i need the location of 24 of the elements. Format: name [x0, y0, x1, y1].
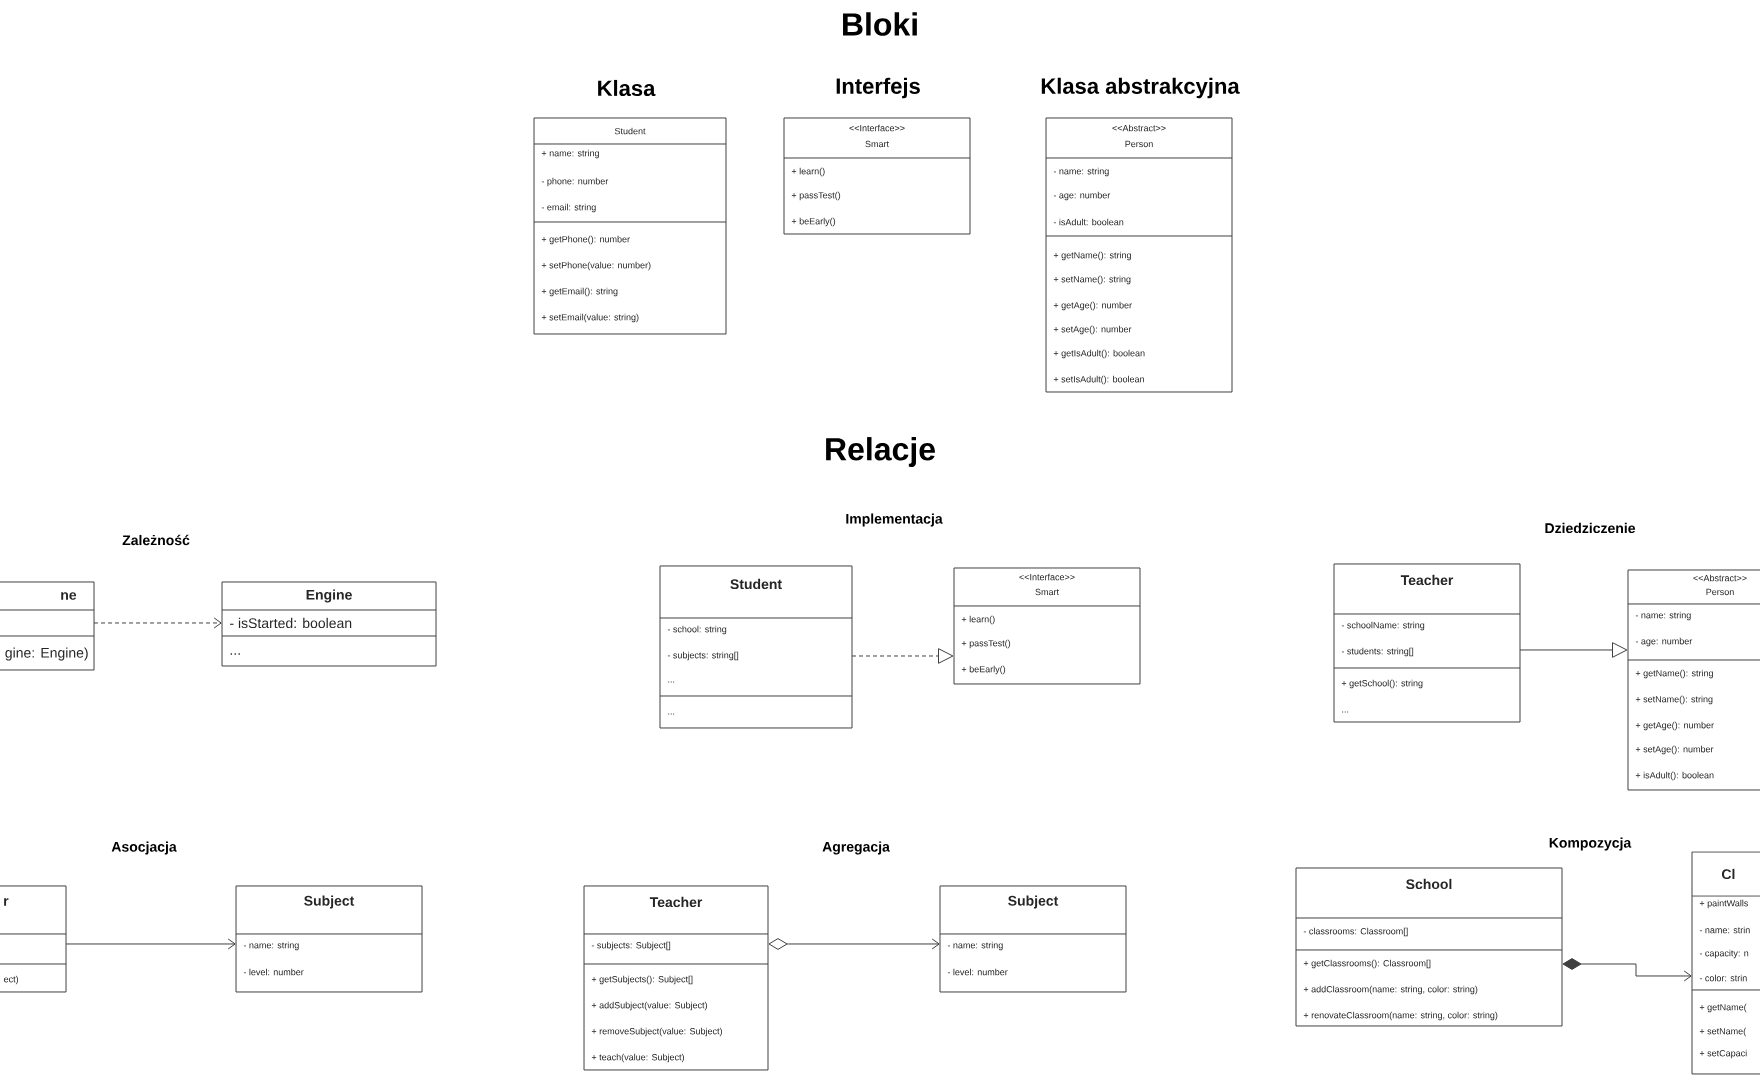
section-heading: Bloki: [843, 12, 917, 36]
block-heading: Klasa: [598, 79, 656, 97]
class-box: [1691, 851, 1760, 1075]
composition-arrow: [1562, 958, 1692, 982]
class-box: [953, 567, 1141, 685]
class-box: [1295, 867, 1563, 1027]
class-box: [1333, 563, 1521, 723]
class-box: [0, 581, 95, 671]
class-box: [0, 885, 67, 993]
association-arrow: [65, 938, 236, 950]
class-box: [235, 885, 423, 993]
section-heading: Relacje: [826, 437, 935, 467]
inheritance-arrow: [1519, 642, 1628, 658]
class-box: [939, 885, 1127, 993]
dependency-arrow: [93, 617, 222, 629]
aggregation-arrow: [768, 938, 940, 950]
class-box: [583, 885, 769, 1071]
class-box: [221, 581, 437, 667]
realization-arrow: [851, 648, 954, 664]
class-box: [659, 565, 853, 729]
class-box: [1045, 117, 1233, 393]
class-box: [533, 117, 727, 335]
class-box: [783, 117, 971, 235]
class-box: [1627, 569, 1760, 791]
